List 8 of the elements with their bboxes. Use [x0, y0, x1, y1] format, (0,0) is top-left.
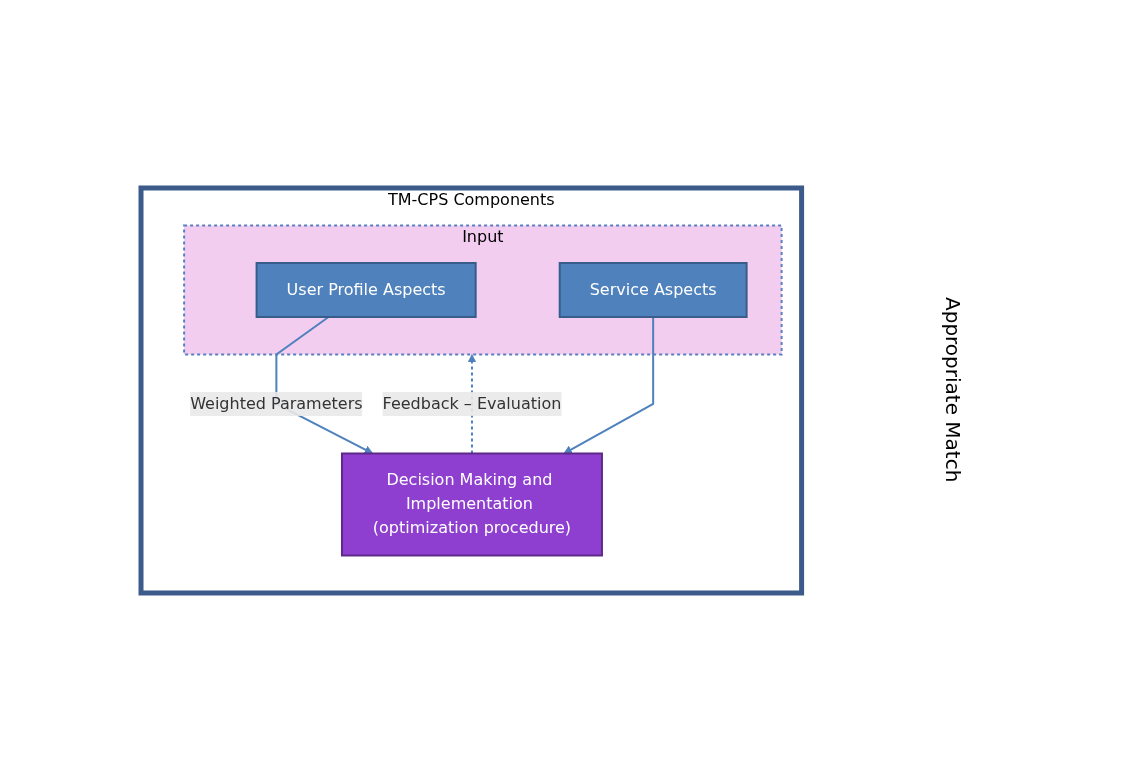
vertical-text: Appropriate Match [941, 297, 965, 483]
arrow [563, 315, 655, 454]
edge-label: Weighted Parameters [190, 393, 363, 413]
node-box: User Profile Aspects [255, 261, 477, 318]
node-box: Decision Making and Implementation (optimization procedure) [341, 452, 604, 556]
arrow [467, 353, 477, 454]
edge-label: Feedback – Evaluation [382, 393, 562, 413]
node-box: Service Aspects [558, 261, 748, 318]
